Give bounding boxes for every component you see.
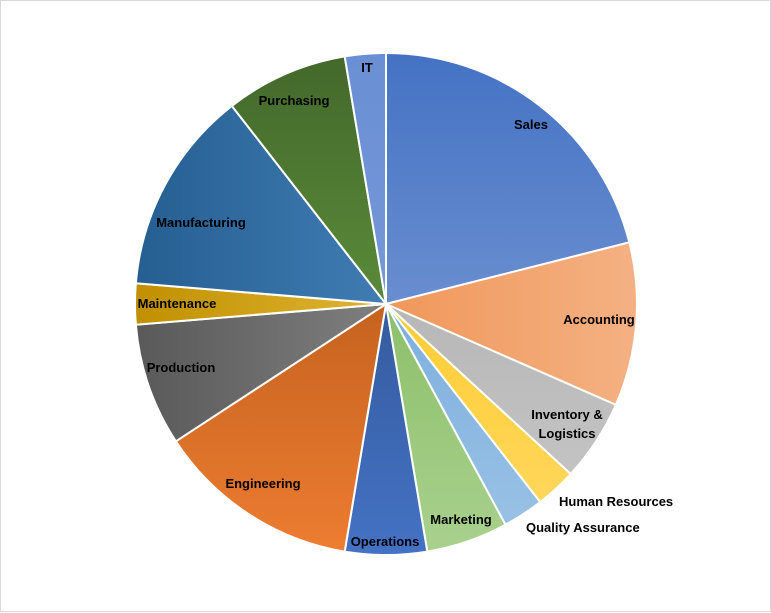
slice-label-purchasing: Purchasing — [259, 93, 330, 108]
slice-label-maintenance: Maintenance — [138, 296, 217, 311]
pie-slice-accounting — [382, 241, 638, 407]
slice-label-it: IT — [361, 60, 373, 75]
slice-label-engineering: Engineering — [225, 476, 300, 491]
slice-label-manufacturing: Manufacturing — [156, 215, 246, 230]
pie-slice-manufacturing — [134, 104, 389, 306]
pie-slice-engineering — [174, 301, 388, 553]
slice-label-quality-assurance: Quality Assurance — [526, 520, 640, 535]
slice-label-accounting: Accounting — [563, 312, 635, 327]
pie-slice-purchasing — [230, 55, 387, 305]
pie-slice-production — [134, 303, 387, 443]
slice-label-sales: Sales — [514, 117, 548, 132]
slice-label-human-resources: Human Resources — [559, 494, 673, 509]
slice-label-inventory-logistics: Inventory &Logistics — [531, 407, 603, 441]
pie-slice-sales — [385, 51, 631, 306]
slice-label-production: Production — [147, 360, 216, 375]
slice-label-operations: Operations — [351, 534, 420, 549]
slice-label-marketing: Marketing — [430, 512, 491, 527]
pie-slice-it — [343, 51, 387, 305]
